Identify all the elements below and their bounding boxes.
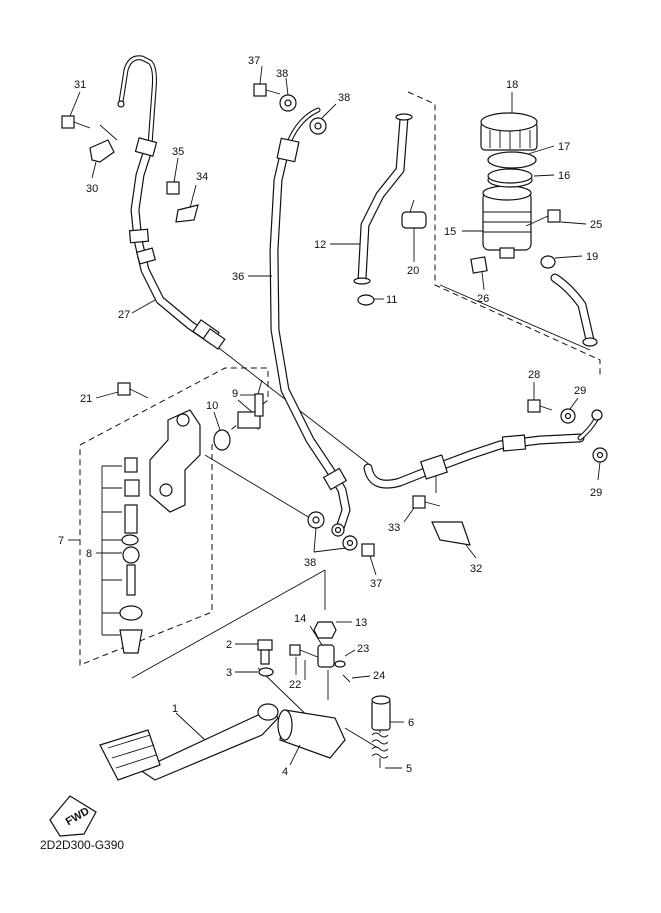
callout-9: 9 [232, 388, 238, 400]
bracket-32 [431, 521, 471, 546]
callout-7: 7 [58, 535, 64, 547]
callout-31: 31 [74, 79, 86, 91]
callout-24: 24 [373, 670, 385, 682]
callout-23: 23 [357, 643, 369, 655]
diagram-code: 2D2D300-G390 [40, 838, 125, 852]
bolt-25 [525, 209, 561, 227]
callout-30: 30 [86, 183, 98, 195]
callouts: 1 2 3 4 5 6 7 8 9 10 11 12 13 14 15 16 1 [58, 55, 602, 778]
bolt-28 [527, 399, 553, 413]
reservoir-boundary [407, 91, 601, 375]
callout-27: 27 [118, 309, 130, 321]
callout-32: 32 [470, 563, 482, 575]
bolt-33 [412, 495, 441, 509]
brake-hose-36 [269, 107, 351, 537]
spring-5 [371, 725, 389, 768]
bolt-21 [117, 382, 149, 399]
callout-37-top: 37 [248, 55, 260, 67]
fwd-arrow-icon: FWD [49, 795, 97, 837]
nut-26 [470, 256, 488, 274]
grommet-10 [213, 429, 231, 451]
callout-6: 6 [408, 717, 414, 729]
washer-23 [334, 660, 346, 668]
bracket-30 [89, 139, 115, 163]
nut-13 [313, 621, 337, 639]
collar-6 [371, 695, 391, 731]
brake-hose-27 [117, 55, 226, 350]
reservoir-hose-lower [550, 273, 598, 347]
piston-kit-8 [101, 457, 143, 654]
callout-20: 20 [407, 265, 419, 277]
callout-21: 21 [80, 393, 92, 405]
cotter-pin-24 [342, 674, 351, 683]
brake-pedal-1 [99, 703, 279, 781]
clip-11 [357, 294, 375, 306]
callout-38-c: 38 [304, 557, 316, 569]
guide-lines [99, 124, 591, 749]
clip-20 [401, 199, 427, 229]
washer-38-top-b [309, 117, 327, 135]
callout-16: 16 [558, 170, 570, 182]
callout-29-b: 29 [590, 487, 602, 499]
callout-25: 25 [590, 219, 602, 231]
clip-19 [540, 255, 556, 269]
callout-38-a: 38 [276, 68, 288, 80]
bolt-35 [166, 181, 180, 195]
callout-5: 5 [406, 763, 412, 775]
callout-8: 8 [86, 548, 92, 560]
reservoir-tank [482, 185, 532, 259]
callout-26: 26 [477, 293, 489, 305]
fitting-9 [237, 393, 264, 429]
reservoir-plate [487, 151, 537, 169]
callout-1: 1 [172, 703, 178, 715]
reservoir-diaphragm [487, 168, 533, 188]
washer-29-b [592, 447, 608, 463]
washer-38-lower-a [307, 511, 325, 529]
callout-4: 4 [282, 766, 288, 778]
callout-12: 12 [314, 239, 326, 251]
callout-11: 11 [386, 294, 397, 306]
clevis-14 [317, 644, 335, 668]
callout-22: 22 [289, 679, 301, 691]
callout-33: 33 [388, 522, 400, 534]
callout-14: 14 [294, 613, 306, 625]
callout-13: 13 [355, 617, 367, 629]
pin-22 [289, 644, 321, 659]
washer-3 [258, 667, 274, 677]
reservoir-hose-12 [353, 113, 413, 285]
washer-29-a [560, 408, 576, 424]
master-cylinder-body [149, 409, 201, 513]
callout-37-lower: 37 [370, 578, 382, 590]
callout-15: 15 [444, 226, 456, 238]
bracket-34 [175, 204, 199, 223]
washer-38-lower-b [342, 535, 358, 551]
washer-38-top-a [279, 94, 297, 112]
bolt-2 [257, 639, 273, 665]
bolt-37-top [253, 83, 281, 97]
shaft-4 [277, 709, 346, 759]
callout-10: 10 [206, 400, 218, 412]
callout-29-a: 29 [574, 385, 586, 397]
bolt-31 [61, 115, 91, 129]
callout-28: 28 [528, 369, 540, 381]
brake-hose-lower [363, 409, 603, 489]
bolt-37-lower [361, 543, 375, 557]
callout-17: 17 [558, 141, 570, 153]
callout-36: 36 [232, 271, 244, 283]
callout-34: 34 [196, 171, 208, 183]
reservoir-cap [480, 112, 538, 151]
callout-18: 18 [506, 79, 518, 91]
callout-19: 19 [586, 251, 598, 263]
callout-35: 35 [172, 146, 184, 158]
callout-2: 2 [226, 639, 232, 651]
callout-38-b: 38 [338, 92, 350, 104]
callout-3: 3 [226, 667, 232, 679]
